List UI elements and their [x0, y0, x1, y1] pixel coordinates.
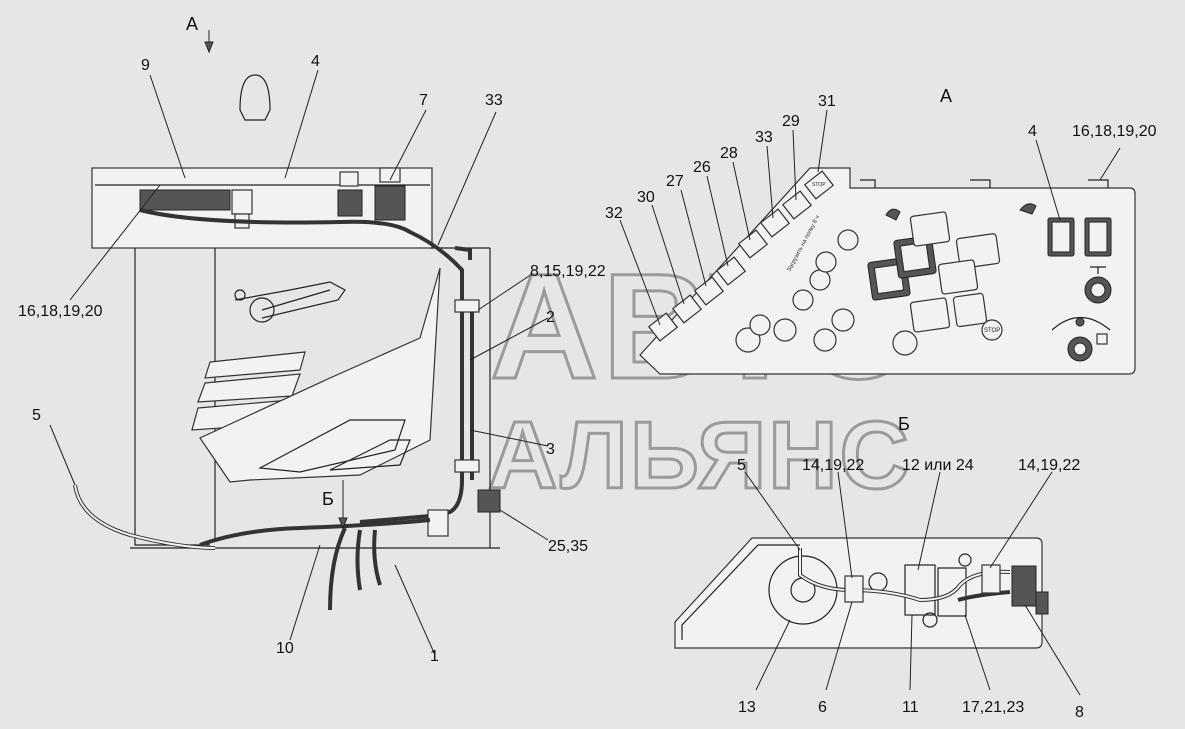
upper-harness — [139, 208, 464, 300]
bracket-11 — [904, 564, 936, 616]
manufacturer-logo — [191, 267, 441, 483]
large-square-switches — [867, 211, 1001, 333]
callout-30: 30 — [637, 189, 655, 206]
callout-5-b: 5 — [737, 457, 746, 474]
ground-symbol-icon — [1090, 266, 1106, 274]
callout-5-left: 5 — [32, 407, 41, 424]
view-b-title: Б — [898, 414, 910, 434]
floor-drop-harness-3 — [372, 529, 382, 586]
rabbit-icon — [1019, 203, 1037, 215]
stop-button[interactable] — [981, 319, 1003, 341]
callout-3: 3 — [546, 441, 555, 458]
callout-8-b: 8 — [1075, 704, 1084, 721]
callout-12: 12 или 24 — [902, 457, 974, 474]
callout-32: 32 — [605, 205, 623, 222]
callout-6: 6 — [818, 699, 827, 716]
rocker-knobs — [735, 229, 918, 356]
control-panel-view-a: STOP Загрузить на полку 8 ч STOP — [639, 167, 1136, 375]
clamp-14 — [981, 564, 1001, 594]
callout-33-right: 33 — [755, 129, 773, 146]
bracket-12 — [937, 567, 967, 617]
callout-7: 7 — [419, 92, 428, 109]
harness-clamp-base — [427, 509, 449, 537]
view-a-arrow-label: А — [186, 14, 198, 34]
floor-panel-view-b — [674, 537, 1049, 649]
view-a-leader-lines — [619, 109, 1121, 326]
diagonal-switch-row — [647, 170, 835, 342]
callout-27: 27 — [666, 173, 684, 190]
callout-4-left: 4 — [311, 53, 320, 70]
callout-33-left: 33 — [485, 92, 503, 109]
callout-16-left: 16,18,19,20 — [18, 303, 103, 320]
callout-13: 13 — [738, 699, 756, 716]
stop-label-big: STOP — [984, 328, 1000, 334]
vertical-harness — [359, 300, 464, 524]
callout-10: 10 — [276, 640, 294, 657]
callout-1: 1 — [430, 648, 439, 665]
view-a-title: А — [940, 86, 952, 106]
connector-8 — [1011, 565, 1037, 607]
callout-31: 31 — [818, 93, 836, 110]
callout-2: 2 — [546, 309, 555, 326]
upper-harness-clip — [454, 246, 472, 260]
callout-29: 29 — [782, 113, 800, 130]
left-leader-lines — [49, 69, 549, 656]
harness-clamp-upper — [454, 299, 480, 313]
lamp-bulb-icon — [239, 74, 271, 121]
callout-14-a: 14,19,22 — [802, 457, 864, 474]
view-b-leader-lines — [744, 471, 1081, 696]
clamp-6 — [844, 575, 864, 603]
callout-9: 9 — [141, 57, 150, 74]
connector-25-35 — [477, 489, 501, 513]
fuse-block — [139, 167, 406, 229]
callout-14-b: 14,19,22 — [1018, 457, 1080, 474]
harness-clamp-lower — [454, 459, 480, 473]
callout-25-35: 25,35 — [548, 538, 588, 555]
stop-label-small: STOP — [812, 182, 826, 188]
wiper-mechanism — [234, 281, 346, 323]
callout-17: 17,21,23 — [962, 699, 1024, 716]
floor-drop-harness — [328, 527, 347, 611]
callout-26: 26 — [693, 159, 711, 176]
callout-28: 28 — [720, 145, 738, 162]
callout-8-15: 8,15,19,22 — [530, 263, 606, 280]
callout-11: 11 — [902, 699, 919, 716]
view-a-arrow-head — [204, 41, 214, 54]
view-b-arrow-label: Б — [322, 489, 334, 509]
floor-drop-harness-2 — [355, 529, 362, 591]
turtle-icon — [885, 208, 901, 221]
view-b-arrow-head — [338, 517, 348, 530]
ignition-indicator-icon — [1075, 317, 1085, 327]
watermark-line2: АЛЬЯНС — [488, 402, 911, 509]
callout-4-right: 4 — [1028, 123, 1037, 140]
cab-side-assembly — [73, 30, 501, 611]
callout-16-right: 16,18,19,20 — [1072, 123, 1157, 140]
lower-harness — [199, 518, 431, 547]
